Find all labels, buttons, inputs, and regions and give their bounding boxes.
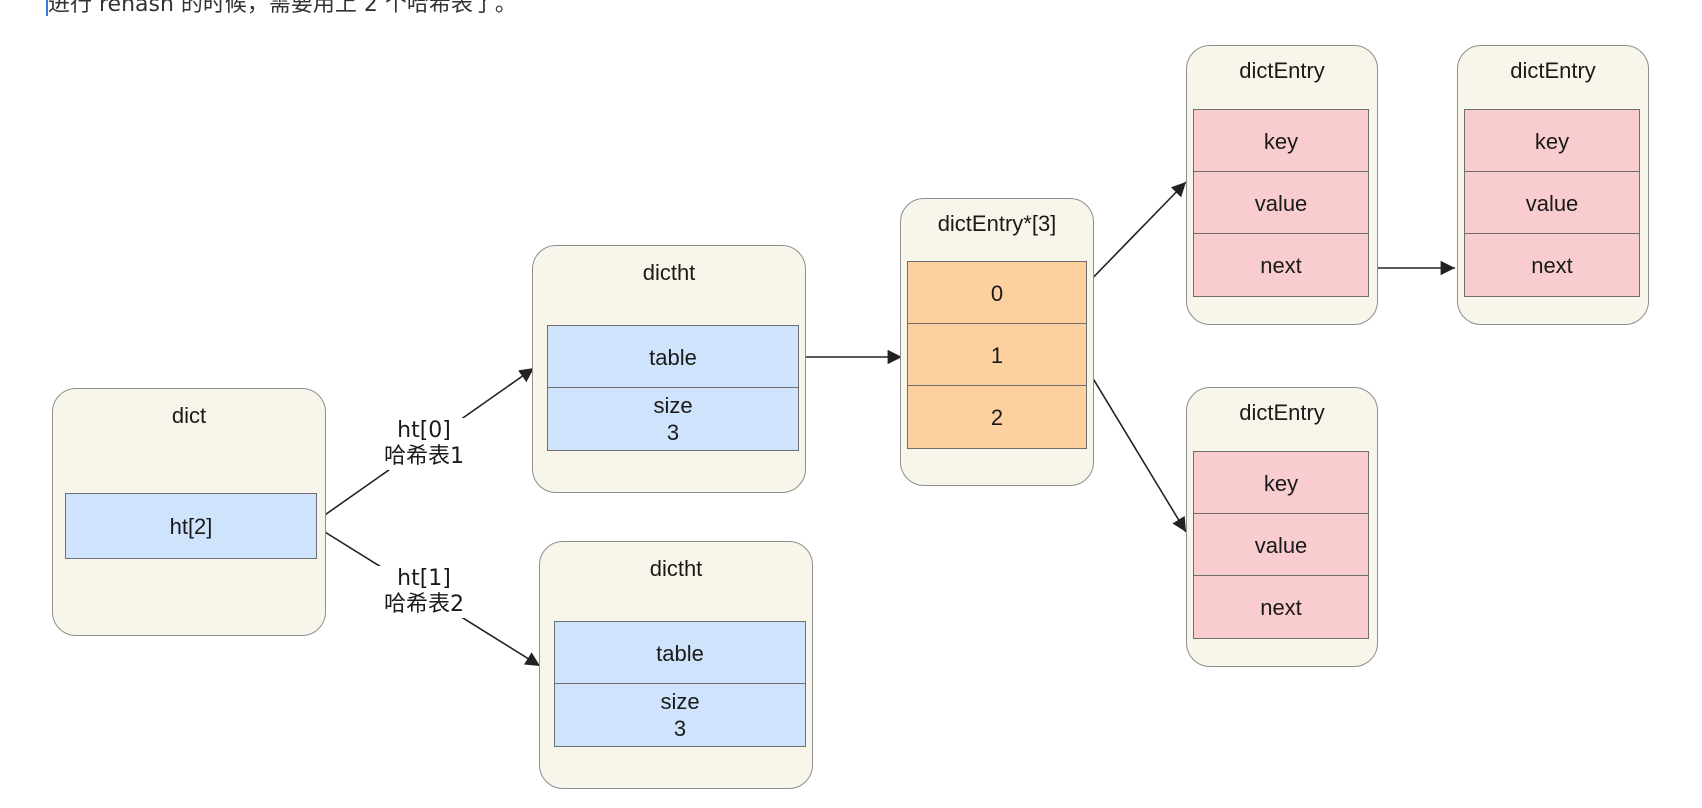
dict-entry-b-value: value bbox=[1464, 171, 1640, 235]
dictht-node-0: dictht table size 3 bbox=[532, 245, 806, 493]
dict-entry-node-c: dictEntry key value next bbox=[1186, 387, 1378, 667]
bucket-slot-2: 2 bbox=[907, 385, 1087, 449]
dict-entry-b-title: dictEntry bbox=[1510, 58, 1596, 83]
dict-entry-c-value: value bbox=[1193, 513, 1369, 577]
bucket-slot-1: 1 bbox=[907, 323, 1087, 387]
edge-label-ht1: ht[1] 哈希表2 bbox=[374, 566, 474, 618]
dict-entry-node-a: dictEntry key value next bbox=[1186, 45, 1378, 325]
arrow-slot0-to-entry-a bbox=[1079, 181, 1187, 292]
dictht-1-title: dictht bbox=[649, 556, 703, 581]
bucket-array-title: dictEntry*[3] bbox=[937, 211, 1057, 236]
edge-label-ht0: ht[0] 哈希表1 bbox=[374, 418, 474, 470]
dictht-node-1: dictht table size 3 bbox=[539, 541, 813, 789]
dictht-0-size-field: size 3 bbox=[547, 387, 799, 451]
dict-entry-c-next: next bbox=[1193, 575, 1369, 639]
bucket-slot-0: 0 bbox=[907, 261, 1087, 325]
dict-entry-b-key: key bbox=[1464, 109, 1640, 173]
edge-label-ht1-line2: 哈希表2 bbox=[384, 592, 464, 617]
dict-ht-field: ht[2] bbox=[65, 493, 317, 559]
dictht-1-table-field: table bbox=[554, 621, 806, 685]
dictht-1-size-field: size 3 bbox=[554, 683, 806, 747]
text-cursor bbox=[46, 0, 48, 16]
dict-entry-node-b: dictEntry key value next bbox=[1457, 45, 1649, 325]
dictht-0-table-field: table bbox=[547, 325, 799, 389]
caption-text: 进行 rehash 的时候，需要用上 2 个哈希表了。 bbox=[48, 0, 517, 17]
dict-node: dict ht[2] bbox=[52, 388, 326, 636]
dict-entry-c-title: dictEntry bbox=[1239, 400, 1325, 425]
edge-label-ht0-line2: 哈希表1 bbox=[384, 444, 464, 469]
edge-label-ht1-line1: ht[1] bbox=[397, 566, 451, 591]
dict-entry-a-key: key bbox=[1193, 109, 1369, 173]
dict-entry-a-value: value bbox=[1193, 171, 1369, 235]
arrow-slot1-to-entry-c bbox=[1079, 356, 1187, 533]
edge-label-ht0-line1: ht[0] bbox=[397, 418, 451, 443]
dict-entry-a-title: dictEntry bbox=[1239, 58, 1325, 83]
dict-entry-c-key: key bbox=[1193, 451, 1369, 515]
dict-entry-b-next: next bbox=[1464, 233, 1640, 297]
bucket-array-node: dictEntry*[3] 0 1 2 bbox=[900, 198, 1094, 486]
dictht-0-title: dictht bbox=[642, 260, 696, 285]
dict-title: dict bbox=[171, 403, 207, 428]
dict-entry-a-next: next bbox=[1193, 233, 1369, 297]
